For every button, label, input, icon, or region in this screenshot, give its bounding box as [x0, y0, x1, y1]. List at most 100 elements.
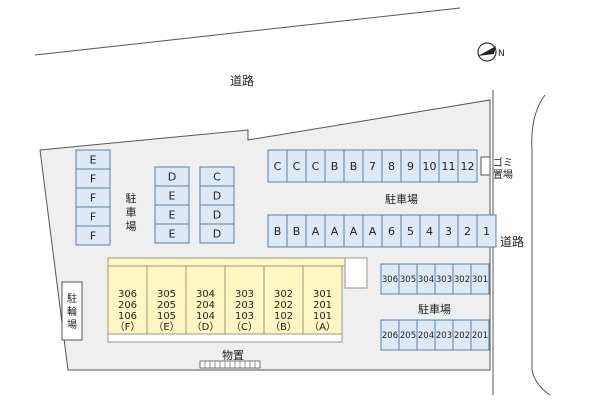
unit-number: （B）	[270, 321, 297, 333]
parking-stall	[470, 263, 490, 295]
parking-stall-label: 205	[400, 331, 416, 341]
unit-number: 102	[274, 311, 293, 322]
unit-number: （E）	[153, 321, 179, 333]
parking-stall-label: B	[293, 225, 301, 238]
apartment-unit	[263, 265, 304, 335]
parking-stall-label: 201	[472, 331, 488, 341]
apartment-building: 306206106（F）305205105（E）304204104（D）3032…	[107, 257, 368, 343]
parking-stall-label: 203	[436, 331, 452, 341]
apartment-unit	[302, 265, 343, 335]
parking-stall-label: 3	[445, 225, 452, 238]
unit-number: （D）	[192, 321, 220, 333]
unit-number: 202	[274, 300, 293, 311]
parking-stall-label: F	[90, 192, 96, 205]
parking-stall	[199, 223, 235, 244]
top-road-label: 道路	[230, 73, 254, 88]
unit-number: 302	[274, 289, 293, 300]
parking-stall-label: 4	[426, 225, 433, 238]
parking-stall-label: 202	[454, 331, 470, 341]
unit-number: 104	[196, 311, 215, 322]
parking-stall-label: E	[169, 228, 176, 241]
vertical-label-char: 駐	[67, 292, 77, 305]
unit-number: 203	[235, 300, 254, 311]
parking-stall-label: 305	[400, 275, 416, 285]
unit-number: 106	[118, 311, 137, 322]
parking-stall-label: A	[331, 225, 339, 238]
parking-stall	[476, 214, 497, 248]
parking-stall-label: A	[369, 225, 377, 238]
parking-stall-label: 10	[423, 160, 437, 173]
parking-stall-label: D	[213, 190, 221, 203]
svg-text:N: N	[498, 49, 505, 59]
north-arrow-icon: N	[477, 42, 505, 62]
parking-stall-label: B	[274, 225, 282, 238]
vertical-label-char: 駐	[126, 191, 137, 205]
parking-stall-label: D	[168, 171, 176, 184]
parking-stall-label: 11	[442, 160, 456, 173]
vertical-label-char: 車	[126, 205, 137, 219]
apartment-unit	[185, 265, 226, 335]
parking-stall-label: D	[213, 228, 221, 241]
storage-label: 物置	[222, 348, 244, 362]
parking-stall-label: 1	[483, 225, 490, 238]
parking-stall-label: 306	[382, 275, 398, 285]
parking-stall-label: 12	[461, 160, 475, 173]
parking-stall-label: F	[90, 230, 96, 243]
right-road-label: 道路	[500, 234, 524, 249]
unit-number: （A）	[309, 321, 336, 333]
parking-stall-label: 9	[407, 160, 414, 173]
parking-stall-label: E	[90, 154, 97, 167]
unit-number: （F）	[115, 321, 141, 333]
parking-stall-label: A	[312, 225, 320, 238]
parking-stall-label: F	[90, 211, 96, 224]
parking-stall-label: D	[213, 209, 221, 222]
bicycle-parking	[61, 281, 83, 341]
parking-stall-label: F	[90, 173, 96, 186]
parking-stall-label: 303	[436, 275, 452, 285]
parking-stall-label: C	[213, 171, 221, 184]
unit-number: 101	[313, 311, 332, 322]
parking-stall-label: C	[293, 160, 301, 173]
bicycle-parking-label: 駐輪場	[67, 292, 77, 331]
parking-stall-label: 206	[382, 331, 398, 341]
unit-number: 205	[157, 300, 176, 311]
parking-stall-label: B	[331, 160, 339, 173]
parking-stall	[154, 223, 190, 244]
vertical-label-char: 輪	[67, 305, 77, 318]
parking-stall-label: 7	[369, 160, 376, 173]
parking-label-bottom-right: 駐車場	[418, 302, 451, 316]
parking-stall-label: 304	[418, 275, 434, 285]
parking-stall-label: 8	[388, 160, 395, 173]
parking-stall-label: C	[274, 160, 282, 173]
storage-shed	[199, 360, 261, 369]
apartment-unit	[107, 265, 148, 335]
parking-stall-label: 302	[454, 275, 470, 285]
right-road-edge-outer	[531, 94, 551, 396]
parking-stall-label: B	[350, 160, 358, 173]
top-road-edge	[34, 7, 461, 56]
parking-stall-label: E	[169, 209, 176, 222]
garbage-area	[480, 156, 491, 176]
parking-stall-label: C	[312, 160, 320, 173]
parking-stall	[75, 225, 111, 246]
parking-stall-label: 301	[472, 275, 488, 285]
unit-number: 303	[235, 289, 254, 300]
vertical-label-char: 場	[126, 220, 137, 233]
parking-stall-label: E	[169, 190, 176, 203]
parking-stall	[457, 149, 478, 183]
apartment-unit	[224, 265, 265, 335]
unit-number: 305	[157, 289, 176, 300]
parking-stall-label: 204	[418, 331, 434, 341]
garbage-label-line-1: ゴミ	[493, 156, 513, 169]
parking-stall-label: 6	[388, 225, 395, 238]
parking-label-left: 駐車場	[126, 191, 137, 233]
vertical-label-char: 場	[67, 318, 77, 331]
